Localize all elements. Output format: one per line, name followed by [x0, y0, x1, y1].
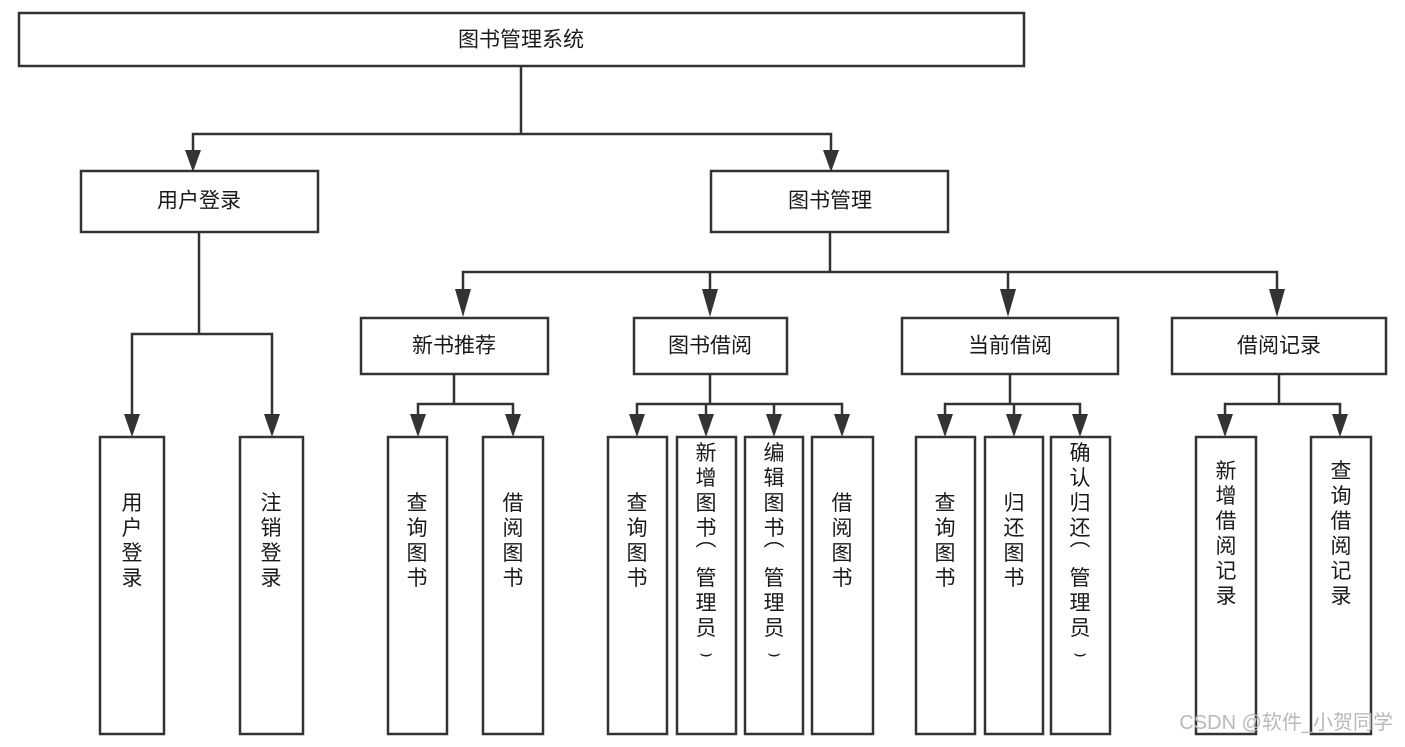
- arrow-head-to-current-borrow: [1000, 289, 1016, 317]
- node-leaf-query-book-1-box[interactable]: [386, 435, 449, 736]
- arrow-head-leaf-add-borrow-record: [1217, 414, 1233, 437]
- connector-new-book-recommend-to-leaves: [416, 372, 515, 420]
- node-book-borrow-label: 图书借阅: [668, 335, 752, 358]
- node-current-borrow-label: 当前借阅: [968, 335, 1052, 358]
- node-leaf-return-book-label: 归还图书: [1004, 492, 1025, 590]
- connector-borrow-record-to-leaves: [1223, 372, 1342, 420]
- csdn-watermark: CSDN @软件_小贺同学: [1179, 711, 1393, 734]
- node-leaf-edit-book-admin-box[interactable]: [743, 435, 805, 736]
- arrow-head-leaf-borrow-book-1: [505, 414, 521, 437]
- node-leaf-query-book-1[interactable]: 查询图书: [386, 435, 449, 736]
- node-book-management[interactable]: 图书管理: [709, 169, 950, 234]
- node-leaf-edit-book-admin-label: 编辑图书⌒管理员⌣: [764, 442, 785, 665]
- node-new-book-recommend-box[interactable]: [359, 316, 550, 376]
- node-leaf-add-book-admin-box[interactable]: [675, 435, 738, 736]
- node-book-borrow-box[interactable]: [632, 316, 789, 376]
- arrow-head-leaf-query-borrow-record: [1332, 414, 1348, 437]
- node-leaf-return-book-box[interactable]: [983, 435, 1045, 736]
- node-borrow-record[interactable]: 借阅记录: [1170, 316, 1388, 376]
- node-leaf-borrow-book-1-box[interactable]: [481, 435, 545, 736]
- node-leaf-query-book-2-box[interactable]: [606, 435, 669, 736]
- node-leaf-query-book-2[interactable]: 查询图书: [606, 435, 669, 736]
- node-leaf-add-book-admin[interactable]: 新增图书⌒管理员⌣: [675, 435, 738, 736]
- node-borrow-record-box[interactable]: [1170, 316, 1388, 376]
- arrow-head-to-book-borrow: [702, 289, 718, 317]
- connector-book-management-to-level3-bus: [461, 230, 1279, 294]
- node-leaf-user-logout-box[interactable]: [238, 435, 305, 736]
- node-root[interactable]: 图书管理系统: [17, 11, 1026, 68]
- node-leaf-query-book-3-box[interactable]: [914, 435, 977, 736]
- arrow-head-leaf-query-book-1: [410, 414, 426, 437]
- node-user-login-box[interactable]: [79, 169, 320, 234]
- node-leaf-add-borrow-record-label: 新增借阅记录: [1216, 460, 1237, 608]
- arrow-head-leaf-return-book: [1006, 414, 1022, 437]
- node-leaf-query-borrow-record-label: 查询借阅记录: [1331, 460, 1352, 608]
- node-leaf-query-borrow-record-box[interactable]: [1309, 435, 1373, 736]
- node-leaf-borrow-book-1-label: 借阅图书: [503, 492, 524, 590]
- node-user-login[interactable]: 用户登录: [79, 169, 320, 234]
- node-leaf-confirm-return-admin-label: 确认归还⌒管理员⌣: [1070, 442, 1091, 665]
- node-leaf-borrow-book-2-box[interactable]: [810, 435, 875, 736]
- arrow-head-leaf-confirm-return-admin: [1072, 414, 1088, 437]
- node-leaf-edit-book-admin[interactable]: 编辑图书⌒管理员⌣: [743, 435, 805, 736]
- arrow-head-leaf-edit-book-admin: [766, 414, 782, 437]
- node-leaf-add-borrow-record[interactable]: 新增借阅记录: [1194, 435, 1258, 736]
- node-leaf-add-book-admin-label: 新增图书⌒管理员⌣: [696, 442, 717, 665]
- node-leaf-query-book-2-label: 查询图书: [627, 492, 648, 590]
- node-book-management-box[interactable]: [709, 169, 950, 234]
- arrow-head-leaf-user-login: [124, 414, 140, 437]
- arrow-head-leaf-user-logout: [264, 414, 280, 437]
- arrow-head-leaf-query-book-2: [629, 414, 645, 437]
- arrow-head-to-book-management: [823, 150, 839, 172]
- node-leaf-query-book-1-label: 查询图书: [407, 492, 428, 590]
- node-leaf-borrow-book-2-label: 借阅图书: [832, 492, 853, 590]
- node-leaf-user-login-box[interactable]: [98, 435, 166, 736]
- node-book-management-label: 图书管理: [788, 190, 872, 213]
- node-leaf-confirm-return-admin[interactable]: 确认归还⌒管理员⌣: [1049, 435, 1112, 736]
- arrow-head-to-borrow-record: [1269, 289, 1285, 317]
- arrow-head-to-new-book-recommend: [455, 289, 471, 317]
- connector-current-borrow-to-leaves: [943, 372, 1082, 420]
- connector-layer: [124, 64, 1348, 437]
- node-leaf-return-book[interactable]: 归还图书: [983, 435, 1045, 736]
- arrow-head-leaf-borrow-book-2: [834, 414, 850, 437]
- node-leaf-user-logout-label: 注销登录: [261, 492, 282, 590]
- node-leaf-query-book-3[interactable]: 查询图书: [914, 435, 977, 736]
- connector-root-to-level2-bus: [191, 64, 833, 155]
- node-root-label: 图书管理系统: [458, 29, 584, 52]
- arrow-head-leaf-query-book-3: [937, 414, 953, 437]
- node-leaf-add-borrow-record-box[interactable]: [1194, 435, 1258, 736]
- node-root-box[interactable]: [17, 11, 1026, 68]
- arrow-head-leaf-add-book-admin: [698, 414, 714, 437]
- node-leaf-query-book-3-label: 查询图书: [935, 492, 956, 590]
- node-new-book-recommend[interactable]: 新书推荐: [359, 316, 550, 376]
- node-new-book-recommend-label: 新书推荐: [412, 335, 496, 358]
- node-leaf-borrow-book-2[interactable]: 借阅图书: [810, 435, 875, 736]
- node-current-borrow-box[interactable]: [900, 316, 1120, 376]
- node-borrow-record-label: 借阅记录: [1237, 335, 1321, 358]
- node-leaf-query-borrow-record[interactable]: 查询借阅记录: [1309, 435, 1373, 736]
- node-user-login-label: 用户登录: [157, 190, 241, 213]
- arrow-head-to-user-login: [185, 150, 201, 172]
- node-current-borrow[interactable]: 当前借阅: [900, 316, 1120, 376]
- node-leaf-borrow-book-1[interactable]: 借阅图书: [481, 435, 545, 736]
- node-leaf-user-login[interactable]: 用户登录: [98, 435, 166, 736]
- node-book-borrow[interactable]: 图书借阅: [632, 316, 789, 376]
- node-leaf-user-logout[interactable]: 注销登录: [238, 435, 305, 736]
- connector-book-borrow-to-leaves: [635, 372, 844, 420]
- node-leaf-user-login-label: 用户登录: [122, 492, 143, 590]
- node-leaf-confirm-return-admin-box[interactable]: [1049, 435, 1112, 736]
- connector-user-login-to-leaves: [130, 230, 274, 420]
